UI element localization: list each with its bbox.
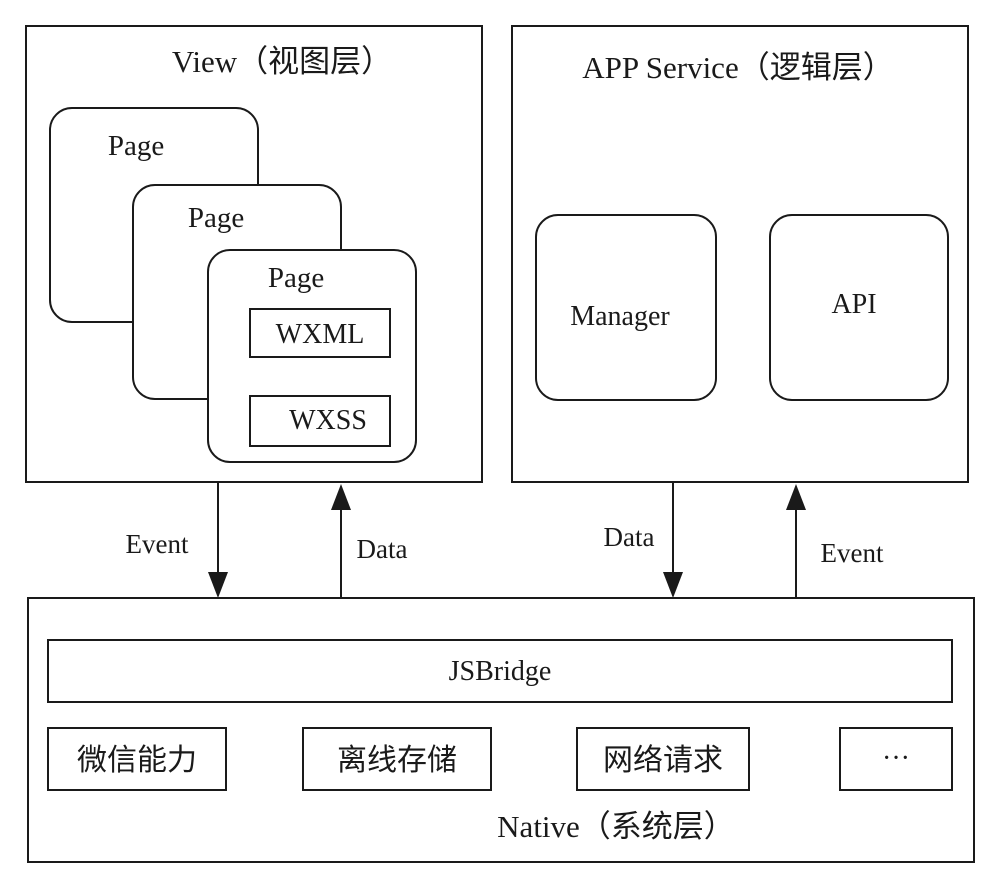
manager-label: Manager [570,301,670,332]
wxml-label: WXML [276,319,365,350]
view-event-label: Event [126,529,189,559]
module-wechat-capabilities [47,727,227,791]
jsbridge-label: JSBridge [449,656,552,687]
module-offline-storage-label: 离线存储 [337,743,457,778]
module-offline-storage [302,727,492,791]
api-label: API [831,289,876,320]
view-layer-title: View（视图层） [172,44,392,79]
arrow-down-icon [663,572,683,598]
wxss-box [249,395,391,447]
wxss-label: WXSS [289,405,367,436]
module-more [839,727,953,791]
view-data-label: Data [357,534,408,564]
service-event-label: Event [821,538,884,568]
api-box [769,214,949,401]
page-card-back-label: Page [108,130,164,162]
module-network-request-label: 网络请求 [603,743,723,778]
app-service-layer-title: APP Service（逻辑层） [582,50,893,85]
arrow-down-icon [208,572,228,598]
page-card-middle-label: Page [188,202,244,234]
wxml-box [249,308,391,358]
manager-box [535,214,717,401]
module-network-request [576,727,750,791]
page-card-front-label: Page [268,262,324,294]
service-data-label: Data [604,522,655,552]
jsbridge-box [47,639,953,703]
arrow-up-icon [331,484,351,510]
module-more-label: ··· [882,743,910,774]
arrow-up-icon [786,484,806,510]
native-layer-title: Native（系统层） [497,809,735,844]
module-wechat-capabilities-label: 微信能力 [77,743,197,778]
